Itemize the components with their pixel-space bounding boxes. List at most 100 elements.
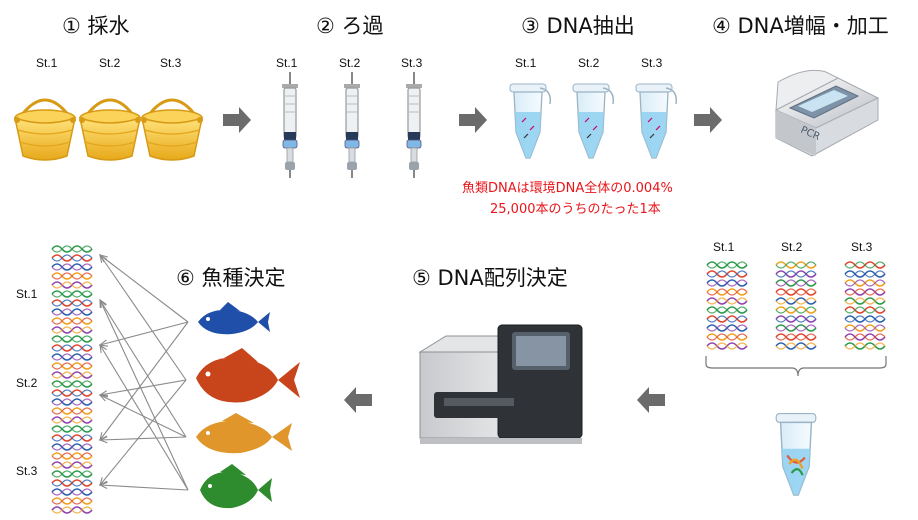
tube-station-label: St.3 <box>641 56 663 70</box>
extraction-tube-icon <box>509 83 552 159</box>
dna-helix-icon <box>775 270 817 278</box>
dna-helix-icon <box>51 263 93 271</box>
step-3-title: ③ DNA抽出 <box>521 14 635 38</box>
dna-helix-icon <box>775 297 817 305</box>
assignment-arrowhead <box>98 481 108 490</box>
dna-helix-icon <box>775 324 817 332</box>
fish-dna-ratio-note: 魚類DNAは環境DNA全体の0.004% <box>462 181 673 196</box>
dna-helix-icon <box>844 279 886 287</box>
dna-helix-icon <box>51 344 93 352</box>
dna-helix-icon <box>706 342 748 350</box>
assignment-arrowhead <box>99 298 107 309</box>
dna-helix-icon <box>844 261 886 269</box>
extraction-tube-icon <box>572 83 615 159</box>
dna-helix-icon <box>51 470 93 478</box>
dna-helix-icon <box>51 371 93 379</box>
filter-syringe-icon <box>343 71 361 179</box>
amplicon-station-label: St.3 <box>851 240 873 254</box>
assignment-arrowhead <box>98 394 109 402</box>
dna-helix-icon <box>844 315 886 323</box>
dna-helix-icon <box>51 245 93 253</box>
dna-helix-icon <box>51 254 93 262</box>
bucket-station-label: St.1 <box>36 56 58 70</box>
dna-helix-icon <box>706 315 748 323</box>
dna-helix-icon <box>775 333 817 341</box>
assignment-arrow <box>99 379 187 396</box>
red-orange-fish-icon <box>196 348 300 403</box>
dna-helix-icon <box>51 407 93 415</box>
dna-helix-icon <box>51 389 93 397</box>
dna-helix-icon <box>51 479 93 487</box>
dna-helix-icon <box>51 452 93 460</box>
pcr-machine-icon: PCR <box>774 69 880 157</box>
dna-helix-icon <box>775 261 817 269</box>
amplicon-station-label: St.2 <box>781 240 803 254</box>
dna-helix-icon <box>51 497 93 505</box>
dna-helix-icon <box>51 353 93 361</box>
dna-helix-icon <box>844 288 886 296</box>
assignment-arrow <box>99 344 189 491</box>
filter-syringe-icon <box>281 71 299 179</box>
assignment-arrow <box>99 484 189 491</box>
amplicon-station-label: St.1 <box>713 240 735 254</box>
fish-dna-count-note: 25,000本のうちのたった1本 <box>490 202 661 217</box>
assignment-arrow <box>99 321 189 346</box>
dna-helix-icon <box>51 299 93 307</box>
assignment-arrow <box>99 254 189 323</box>
dna-helix-icon <box>706 279 748 287</box>
amplified-dna-columns <box>706 261 886 350</box>
assignment-arrow <box>99 321 189 441</box>
dna-helix-icon <box>844 324 886 332</box>
water-bucket-icon <box>139 98 205 162</box>
dna-helix-icon <box>775 306 817 314</box>
dna-helix-icon <box>51 281 93 289</box>
assignment-arrow <box>99 254 187 381</box>
result-station-label: St.2 <box>16 376 38 390</box>
flow-arrow-icon <box>344 387 372 413</box>
bucket-station-label: St.2 <box>99 56 121 70</box>
filter-syringe-icon <box>405 71 423 179</box>
dna-helix-icon <box>706 297 748 305</box>
syringe-station-label: St.1 <box>276 56 298 70</box>
tube-station-label: St.1 <box>515 56 537 70</box>
dna-helix-icon <box>51 425 93 433</box>
dna-helix-icon <box>51 488 93 496</box>
bucket-station-label: St.3 <box>160 56 182 70</box>
step-1-title: ① 採水 <box>62 14 130 38</box>
assignment-arrow <box>99 299 189 491</box>
dna-helix-icon <box>51 317 93 325</box>
water-bucket-icon <box>77 98 143 162</box>
dna-helix-icon <box>706 288 748 296</box>
flow-arrow-icon <box>637 387 665 413</box>
dna-helix-icon <box>51 326 93 334</box>
tube-station-label: St.2 <box>578 56 600 70</box>
dna-helix-icon <box>51 335 93 343</box>
dna-helix-icon <box>51 416 93 424</box>
dna-helix-icon <box>706 261 748 269</box>
dna-helix-icon <box>51 308 93 316</box>
grouping-bracket <box>705 356 887 377</box>
dna-helix-icon <box>51 290 93 298</box>
flow-arrow-icon <box>223 107 251 133</box>
dna-helix-icon <box>51 443 93 451</box>
dna-helix-icon <box>51 506 93 514</box>
dna-helix-icon <box>844 297 886 305</box>
water-bucket-icon <box>12 98 78 162</box>
dna-helix-icon <box>775 315 817 323</box>
species-assignment-arrows <box>98 253 189 491</box>
assignment-arrowhead <box>99 343 107 353</box>
assignment-arrowhead <box>98 436 108 444</box>
dna-helix-icon <box>775 342 817 350</box>
dna-helix-icon <box>775 288 817 296</box>
syringe-station-label: St.3 <box>401 56 423 70</box>
pooled-sample-tube-icon <box>775 413 817 496</box>
dna-helix-icon <box>51 380 93 388</box>
blue-fish-icon <box>198 302 270 335</box>
dna-helix-icon <box>51 272 93 280</box>
dna-helix-icon <box>706 333 748 341</box>
dna-helix-icon <box>844 333 886 341</box>
flow-arrow-icon <box>459 107 487 133</box>
dna-sequencer-icon <box>418 324 583 444</box>
result-station-label: St.1 <box>16 287 38 301</box>
